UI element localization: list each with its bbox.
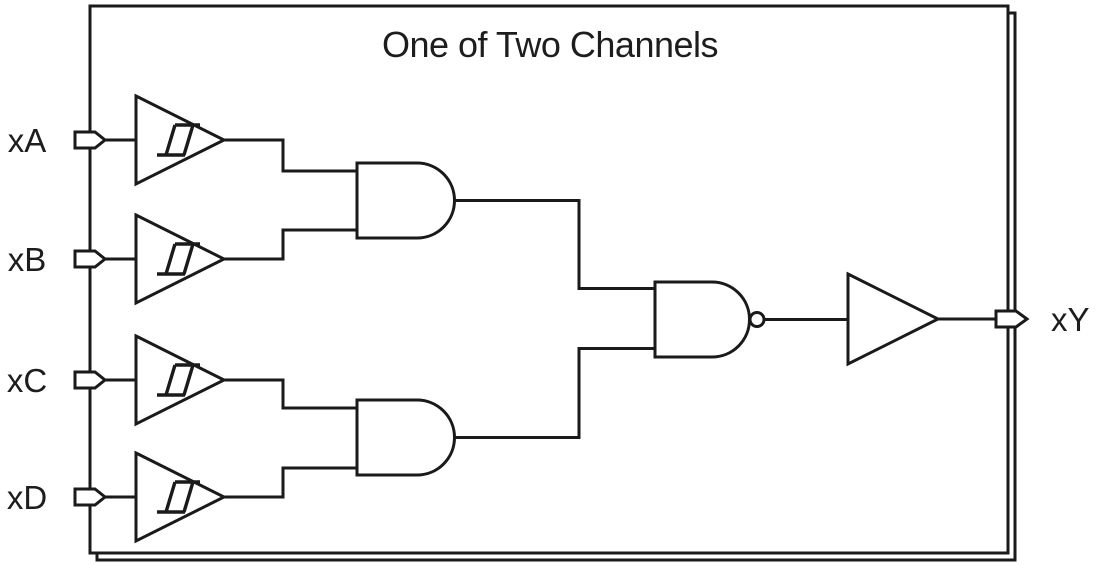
output-buffer: [846, 271, 942, 367]
input-d-group: xD: [7, 450, 228, 544]
schmitt-buffer-b: [134, 212, 228, 306]
and-gate-2: [355, 398, 456, 477]
schmitt-buffer-a: [134, 93, 228, 187]
wire-buffer-d-to-and2: [224, 466, 357, 499]
input-c-label: xC: [7, 362, 47, 399]
nand-gate: [653, 280, 751, 359]
input-b-group: xB: [8, 212, 228, 306]
wire-and2-to-nand: [454, 347, 655, 439]
hysteresis-icon-b: [157, 242, 200, 276]
schmitt-buffer-c: [134, 333, 228, 427]
wire-buffer-b-to-and1: [224, 228, 357, 261]
input-c-pin: [73, 370, 108, 390]
output-pin: [994, 309, 1030, 329]
wire-and1-to-nand: [454, 199, 655, 290]
input-b-label: xB: [8, 241, 47, 278]
nand-inverter-bubble: [748, 311, 766, 328]
input-a-pin: [73, 130, 108, 150]
input-d-pin: [73, 487, 108, 507]
input-d-label: xD: [7, 479, 47, 516]
input-b-pin: [73, 249, 108, 269]
and-gate-1: [355, 161, 456, 240]
input-a-group: xA: [8, 93, 228, 187]
hysteresis-icon-c: [157, 363, 200, 397]
wire-buffer-c-to-and2: [224, 378, 357, 410]
diagram-title: One of Two Channels: [382, 24, 718, 65]
input-a-label: xA: [8, 122, 47, 159]
schmitt-buffer-d: [134, 450, 228, 544]
input-c-group: xC: [7, 333, 228, 427]
hysteresis-icon-a: [157, 123, 200, 157]
channel-1-box: [88, 4, 1010, 555]
hysteresis-icon-d: [157, 480, 200, 514]
wire-buffer-a-to-and1: [224, 138, 357, 173]
output-label: xY: [1051, 301, 1090, 338]
